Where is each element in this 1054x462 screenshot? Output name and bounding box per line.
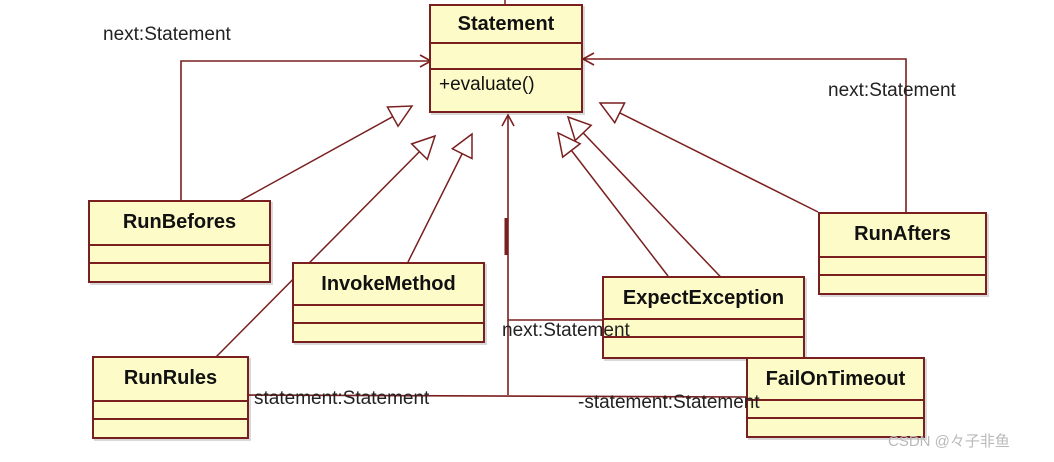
class-expectexception-name: ExpectException <box>604 278 803 320</box>
class-statement-attributes <box>431 44 581 70</box>
class-expectexception-operations <box>604 338 803 357</box>
label-next-runbefores: next:Statement <box>103 24 231 45</box>
class-statement-name: Statement <box>431 6 581 44</box>
generalization-runrules <box>215 134 437 358</box>
class-invokemethod-operations <box>294 324 483 341</box>
label-next-expectexception: next:Statement <box>502 320 630 341</box>
class-runrules-name: RunRules <box>94 358 247 402</box>
class-invokemethod-name: InvokeMethod <box>294 264 483 306</box>
class-runbefores-attributes <box>90 246 269 264</box>
class-statement[interactable]: Statement +evaluate() <box>429 4 583 113</box>
class-runbefores-operations <box>90 264 269 281</box>
generalization-expectexception <box>556 131 669 277</box>
class-runbefores-name: RunBefores <box>90 202 269 246</box>
label-statement-failontimeout: -statement:Statement <box>578 392 760 413</box>
label-next-runafters: next:Statement <box>828 80 956 101</box>
class-runafters-name: RunAfters <box>820 214 985 258</box>
class-invokemethod-attributes <box>294 306 483 324</box>
generalization-runafters <box>598 102 819 213</box>
class-runafters-operations <box>820 276 985 293</box>
generalization-invokemethod <box>407 132 473 263</box>
label-statement-runrules: statement:Statement <box>254 388 430 409</box>
watermark: CSDN @々子非鱼 <box>888 433 1010 450</box>
class-expectexception-attributes <box>604 320 803 338</box>
class-failontimeout-name: FailOnTimeout <box>748 359 923 401</box>
class-runafters[interactable]: RunAfters <box>818 212 987 295</box>
class-failontimeout[interactable]: FailOnTimeout <box>746 357 925 438</box>
class-invokemethod[interactable]: InvokeMethod <box>292 262 485 343</box>
assoc-runbefores-next <box>180 54 433 200</box>
class-runrules-attributes <box>94 402 247 420</box>
class-runrules[interactable]: RunRules <box>92 356 249 439</box>
class-runafters-attributes <box>820 258 985 276</box>
class-expectexception[interactable]: ExpectException <box>602 276 805 359</box>
class-failontimeout-attributes <box>748 401 923 419</box>
generalization-runbefores <box>237 105 414 203</box>
class-statement-method: +evaluate() <box>439 74 535 95</box>
class-runrules-operations <box>94 420 247 437</box>
assoc-runafters-next <box>581 52 907 212</box>
class-runbefores[interactable]: RunBefores <box>88 200 271 283</box>
